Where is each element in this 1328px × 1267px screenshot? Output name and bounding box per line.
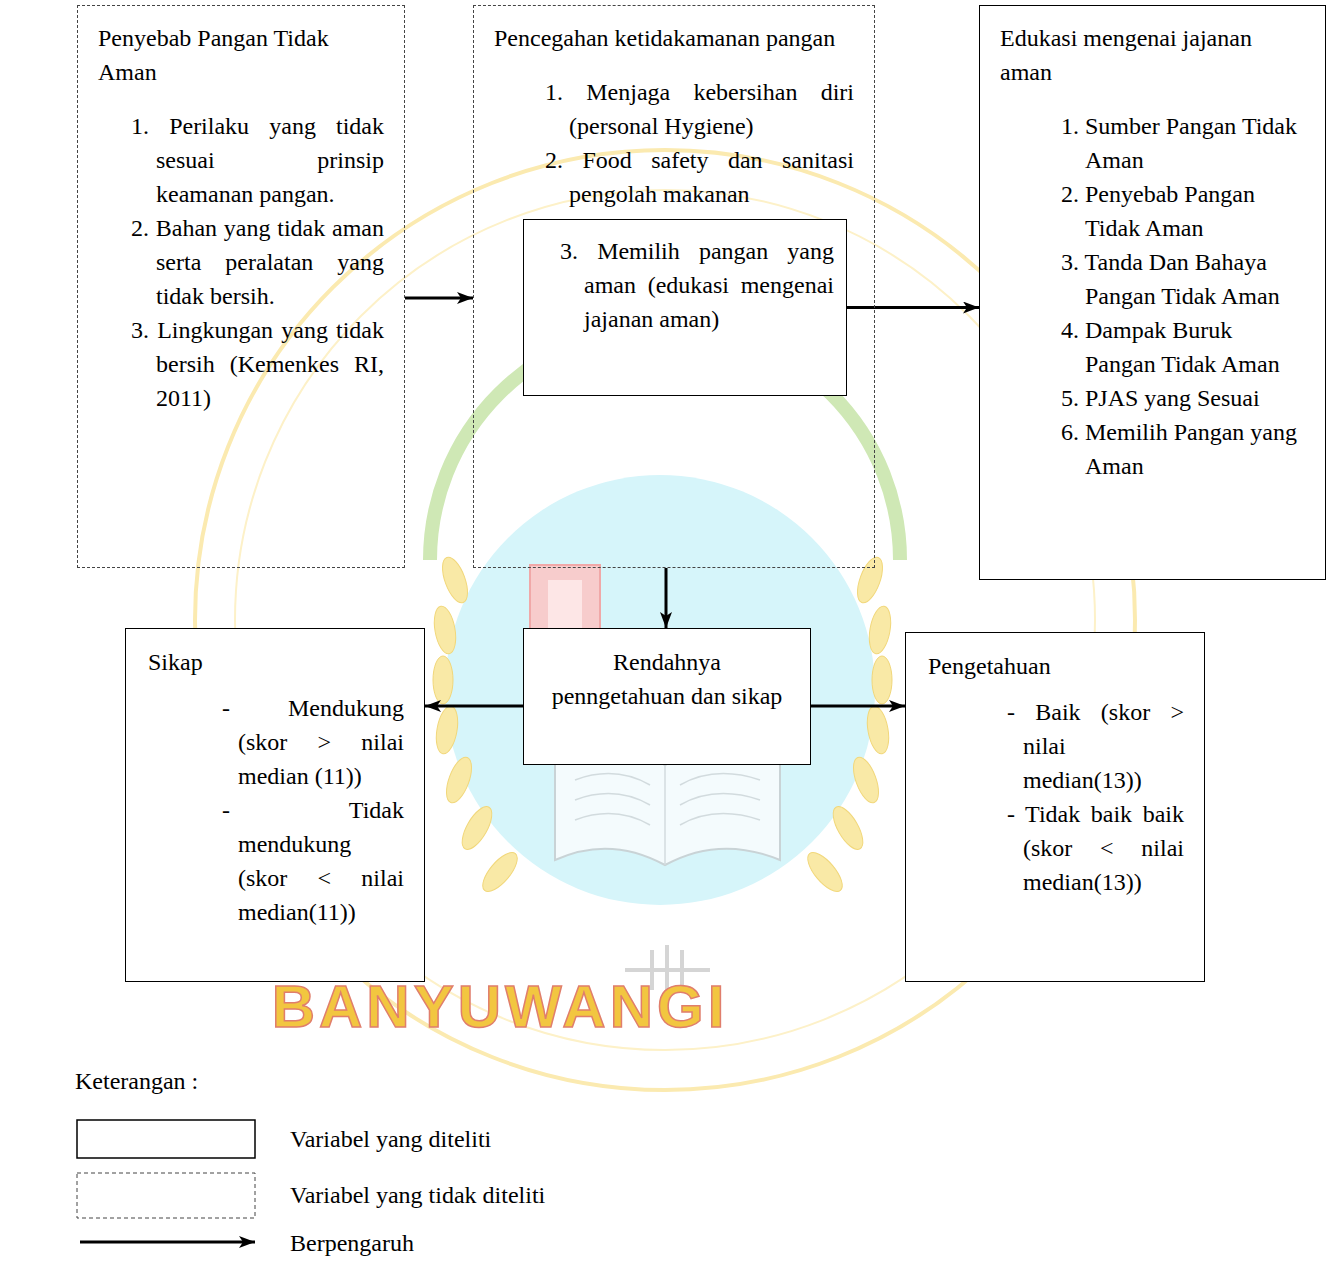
legend-text: Variabel yang diteliti: [290, 1122, 491, 1156]
logo-shield: [548, 580, 582, 635]
list-item: 2. Penyebab Pangan Tidak Aman: [1000, 177, 1305, 245]
attitude-box: Sikap - Mendukung (skor > nilai median (1…: [125, 628, 425, 982]
list-item: 3. Tanda Dan Bahaya Pangan Tidak Aman: [1000, 245, 1305, 313]
list-item: 2. Food safety dan sanitasi pengolah mak…: [494, 143, 854, 211]
node-heading: Pengetahuan: [928, 649, 1184, 683]
logo-cyan-disc: [445, 475, 875, 905]
influence-arrow: [811, 705, 905, 708]
list-item: 1. Sumber Pangan Tidak Aman: [1000, 109, 1305, 177]
influence-arrow: [425, 705, 523, 708]
knowledge-box: Pengetahuan - Baik (skor > nilai median(1…: [905, 632, 1205, 982]
node-heading: Edukasi mengenai jajanan aman: [1000, 21, 1305, 89]
list-item: - Baik (skor > nilai median(13)): [928, 695, 1184, 797]
prevention-box: Pencegahan ketidakamanan pangan 1. Menjag…: [473, 5, 875, 568]
list-item: 3. Memilih pangan yang aman (edukasi men…: [544, 234, 834, 336]
list-item: - Mendukung (skor > nilai median (11)): [148, 691, 404, 793]
cause-box: Penyebab Pangan Tidak Aman 1. Perilaku ya…: [77, 5, 405, 568]
list-item: - Tidak mendukung (skor < nilai median(1…: [148, 793, 404, 929]
list-item: 1. Menjaga kebersihan diri (personal Hyg…: [494, 75, 854, 143]
legend-arrow-sample: [80, 1241, 255, 1244]
influence-arrow: [405, 297, 473, 300]
list-item: 2. Bahan yang tidak aman serta peralatan…: [98, 211, 384, 313]
process-box: 3. Memilih pangan yang aman (edukasi men…: [523, 219, 847, 396]
node-heading: Sikap: [148, 645, 404, 679]
influence-arrow: [665, 568, 668, 628]
education-box: Edukasi mengenai jajanan aman 1. Sumber P…: [979, 5, 1326, 580]
watermark-text: BANYUWANGI: [190, 975, 810, 1039]
node-text: Rendahnya penngetahuan dan sikap: [544, 645, 790, 713]
legend-text: Berpengaruh: [290, 1226, 414, 1260]
legend-heading: Keterangan :: [75, 1064, 198, 1098]
logo-book: [555, 749, 780, 865]
legend-text: Variabel yang tidak diteliti: [290, 1178, 545, 1212]
legend-dashed-sample: [77, 1173, 255, 1218]
logo-book-lines: [575, 765, 760, 865]
process-box: Rendahnya penngetahuan dan sikap: [523, 628, 811, 765]
node-heading: Penyebab Pangan Tidak Aman: [98, 21, 384, 89]
list-item: 5. PJAS yang Sesuai: [1000, 381, 1305, 415]
list-item: 1. Perilaku yang tidak sesuai prinsip ke…: [98, 109, 384, 211]
list-item: 6. Memilih Pangan yang Aman: [1000, 415, 1305, 483]
influence-arrow: [847, 306, 979, 309]
list-item: - Tidak baik baik (skor < nilai median(1…: [928, 797, 1184, 899]
legend-solid-sample: [77, 1120, 255, 1158]
list-item: 3. Lingkungan yang tidak bersih (Kemenke…: [98, 313, 384, 415]
logo-wheat: [431, 554, 894, 897]
list-item: 4. Dampak Buruk Pangan Tidak Aman: [1000, 313, 1305, 381]
node-heading: Pencegahan ketidakamanan pangan: [494, 21, 854, 55]
